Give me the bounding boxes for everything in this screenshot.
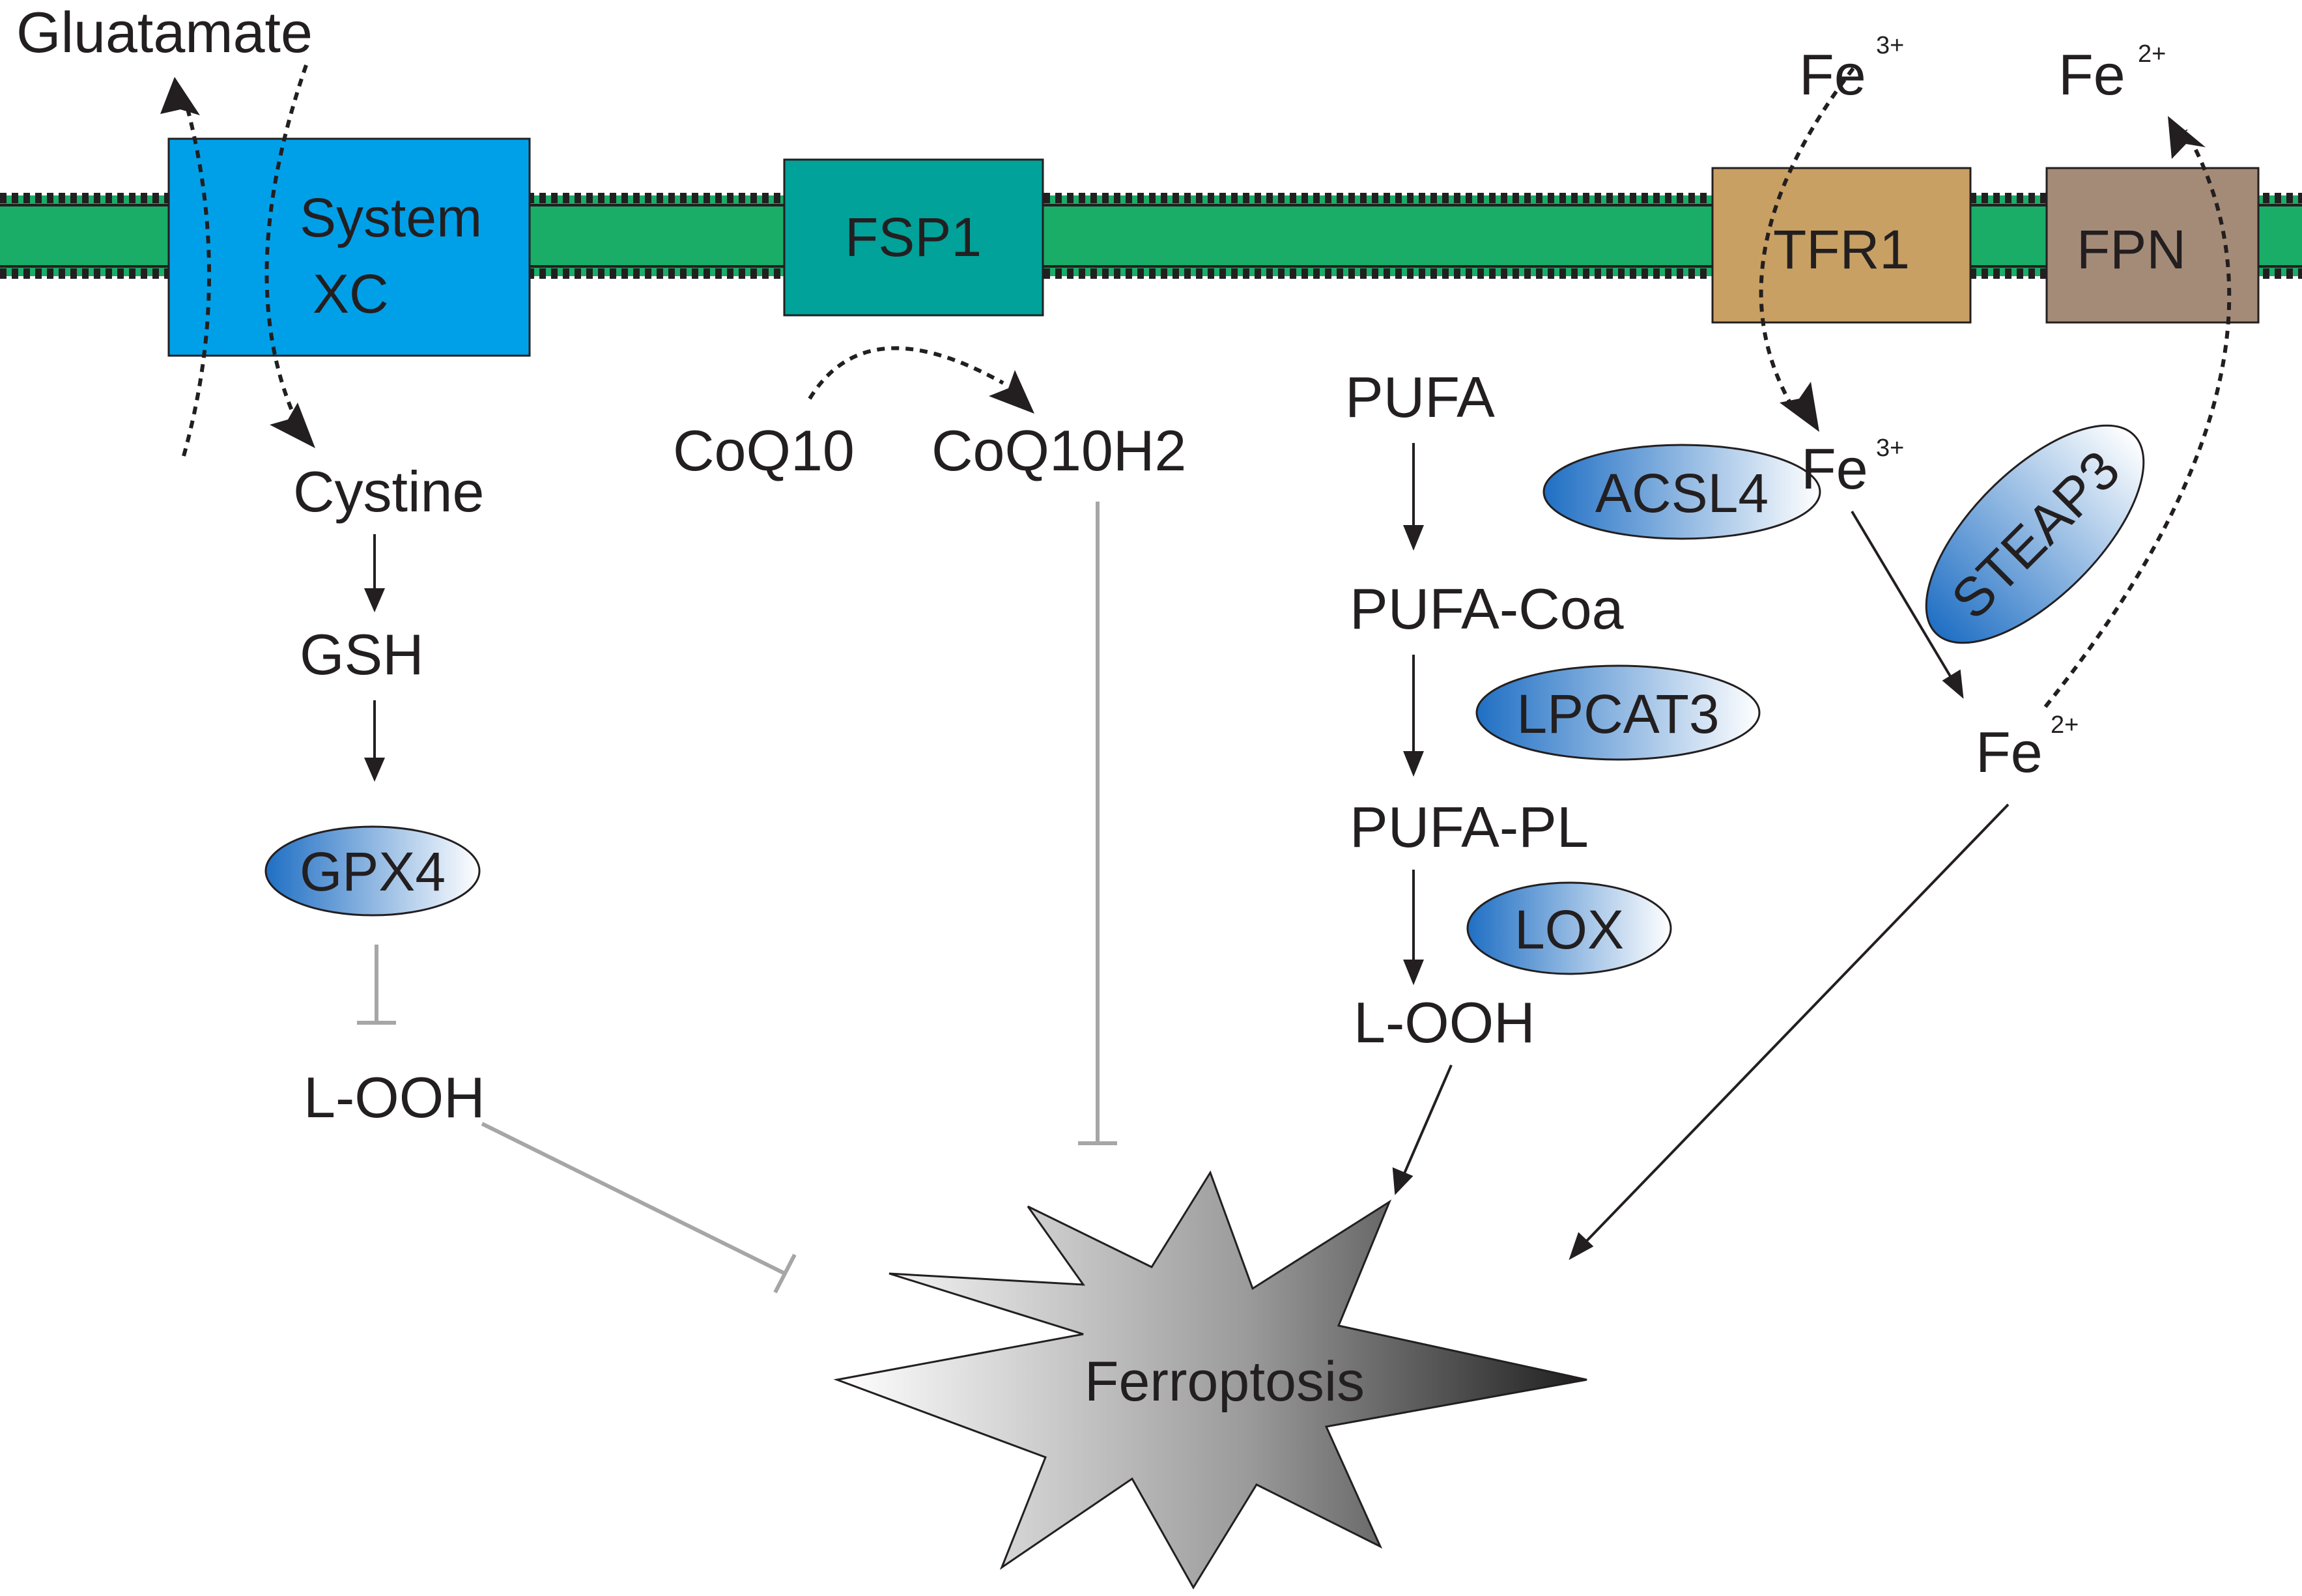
left-branch-arrows [363, 534, 386, 782]
dotted-arrowheads [160, 77, 2206, 448]
pufa-branch-arrows [1392, 443, 1453, 1195]
fpn-protein: FPN [2045, 167, 2260, 324]
cystine-label: Cystine [293, 459, 484, 524]
fe2-out-base: Fe [2058, 42, 2125, 107]
fsp1-label: FSP1 [845, 207, 982, 268]
l-ooh-left-label: L-OOH [304, 1065, 485, 1130]
fe2-in-sup: 2+ [2051, 711, 2079, 739]
coq10-label: CoQ10 [673, 418, 855, 483]
glutamate-arrowhead [160, 77, 200, 115]
fe2-export-arrowhead [2168, 116, 2206, 159]
fe2-outside-label: Fe 2+ [2058, 40, 2166, 107]
acsl4-enzyme: ACSL4 [1542, 444, 1821, 540]
lox-label: LOX [1514, 899, 1624, 960]
system-xc-label-line2: XC [313, 263, 389, 324]
gpx4-label: GPX4 [300, 841, 446, 902]
lox-enzyme: LOX [1466, 881, 1672, 975]
dotted-transport-arrows [182, 64, 2232, 708]
pufa-pl-label: PUFA-PL [1350, 795, 1589, 859]
fe3-import-path [1759, 67, 1855, 410]
tfr1-protein: TFR1 [1711, 167, 1972, 324]
fe3-inside-label: Fe 3+ [1801, 435, 1904, 501]
system-xc-label-line1: System [300, 187, 482, 248]
coq10h2-arrowhead [989, 370, 1034, 414]
fe2-in-base: Fe [1976, 720, 2043, 784]
pufa-label: PUFA [1345, 365, 1495, 429]
fe3-outside-label: Fe 3+ [1799, 32, 1904, 107]
looh-inhibits-ferroptosis [481, 1122, 786, 1275]
fe2-export-path [2043, 129, 2232, 708]
fsp1-protein: FSP1 [783, 158, 1044, 317]
l-ooh-right-label: L-OOH [1354, 990, 1535, 1055]
acsl4-label: ACSL4 [1595, 463, 1769, 524]
ferroptosis-burst: Ferroptosis [833, 1170, 1587, 1589]
iron-branch-arrows [1569, 510, 2010, 1261]
steap3-enzyme: STEAP3 [1925, 424, 2145, 644]
cystine-arrowhead [270, 403, 315, 448]
fe2-inside-label: Fe 2+ [1976, 711, 2079, 784]
glutamate-label: Gluatamate [16, 0, 313, 64]
fe2-out-sup: 2+ [2138, 40, 2166, 68]
fe3-arrowhead [1780, 382, 1819, 432]
cystine-import-path [264, 64, 308, 415]
coq10h2-label: CoQ10H2 [931, 418, 1186, 483]
coq10-reduction-path [808, 346, 1004, 400]
fe3-in-sup: 3+ [1876, 435, 1904, 462]
lpcat3-label: LPCAT3 [1516, 683, 1719, 745]
ferroptosis-label: Ferroptosis [1085, 1350, 1365, 1413]
fe3-in-base: Fe [1801, 436, 1868, 501]
fe3-out-base: Fe [1799, 42, 1866, 107]
gpx4-enzyme: GPX4 [264, 825, 481, 917]
system-xc-transporter: System XC [167, 137, 531, 357]
lpcat3-enzyme: LPCAT3 [1475, 664, 1761, 761]
pufa-coa-label: PUFA-Coa [1350, 577, 1624, 641]
fe3-out-sup: 3+ [1876, 32, 1904, 59]
inhibition-lines [357, 502, 1117, 1294]
tfr1-label: TFR1 [1773, 219, 1910, 280]
gsh-label: GSH [300, 622, 424, 687]
fpn-label: FPN [2077, 219, 2186, 280]
